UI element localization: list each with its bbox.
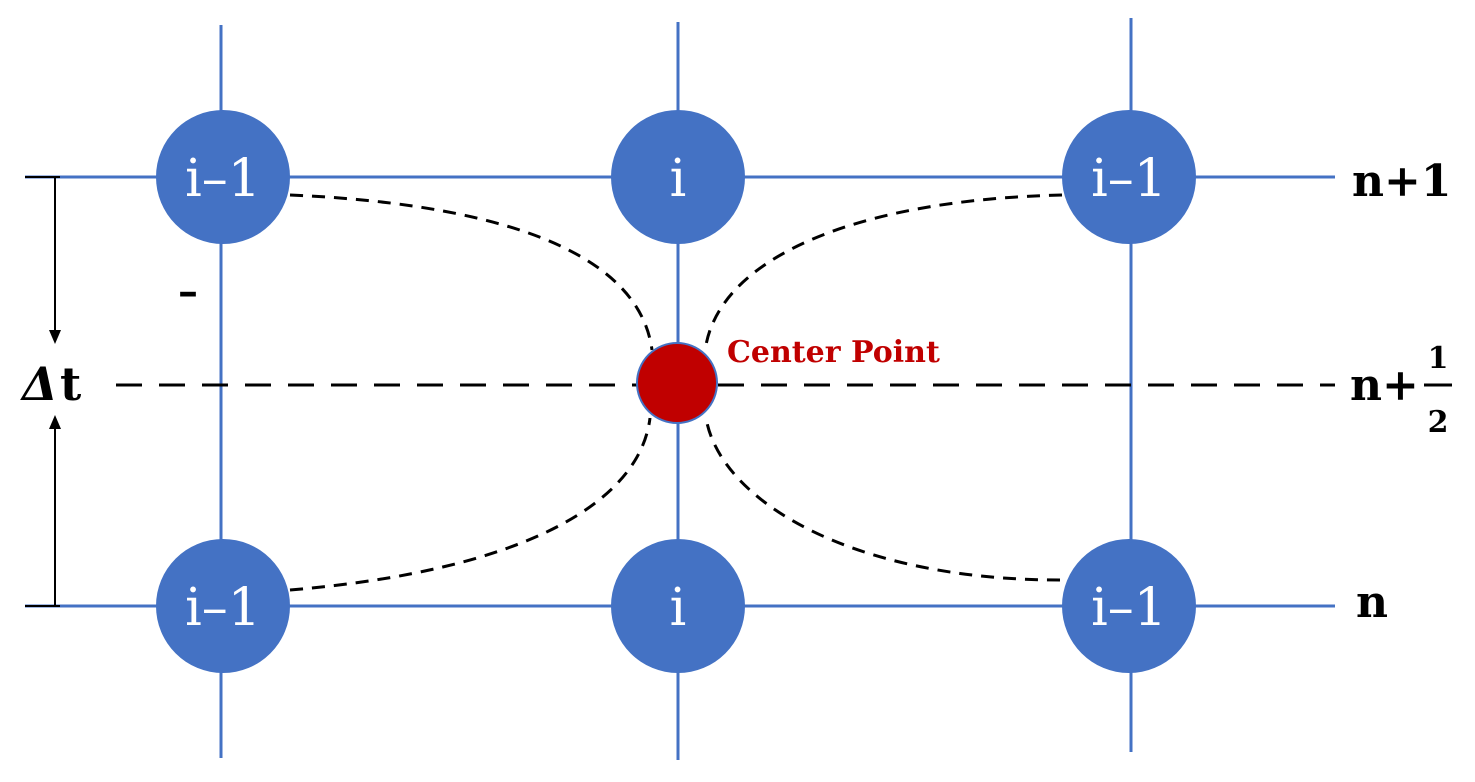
- node-bottom-middle-label: i: [670, 578, 687, 638]
- row-label-middle: n+ 1 2: [1350, 341, 1452, 440]
- delta-t-suffix: t: [60, 357, 82, 411]
- node-top-middle-label: i: [670, 149, 687, 209]
- node-bottom-left: i–1: [156, 539, 290, 673]
- row-label-top: n+1: [1352, 156, 1451, 207]
- node-top-right: i–1: [1062, 110, 1196, 244]
- delta-symbol: Δ: [20, 357, 58, 411]
- node-top-left: i–1: [156, 110, 290, 244]
- node-top-left-label: i–1: [185, 149, 261, 209]
- center-point-label: Center Point: [727, 335, 940, 370]
- row-label-bottom: n: [1356, 577, 1388, 628]
- center-point-dot: [636, 342, 718, 424]
- stray-dash-mark: –: [178, 268, 198, 315]
- arrow-up-head: [49, 415, 61, 429]
- curve-top-left: [289, 193, 654, 351]
- curve-bottom-left: [289, 417, 652, 592]
- node-bottom-left-label: i–1: [185, 578, 261, 638]
- node-bottom-right: i–1: [1062, 539, 1196, 673]
- curve-top-right: [704, 193, 1063, 346]
- curve-bottom-right: [704, 417, 1061, 582]
- node-top-right-label: i–1: [1091, 149, 1167, 209]
- row-label-middle-denominator: 2: [1428, 405, 1449, 440]
- grid-nodes: i–1 i i–1 i–1 i i–1: [156, 110, 1196, 673]
- node-top-middle: i: [611, 110, 745, 244]
- time-step-indicator: Δ t –: [20, 176, 198, 607]
- row-label-middle-prefix: n+: [1350, 360, 1419, 411]
- node-bottom-middle: i: [611, 539, 745, 673]
- row-label-middle-numerator: 1: [1428, 341, 1449, 376]
- stencil-curves: [289, 193, 1063, 592]
- node-bottom-right-label: i–1: [1091, 578, 1167, 638]
- arrow-down-head: [49, 330, 61, 344]
